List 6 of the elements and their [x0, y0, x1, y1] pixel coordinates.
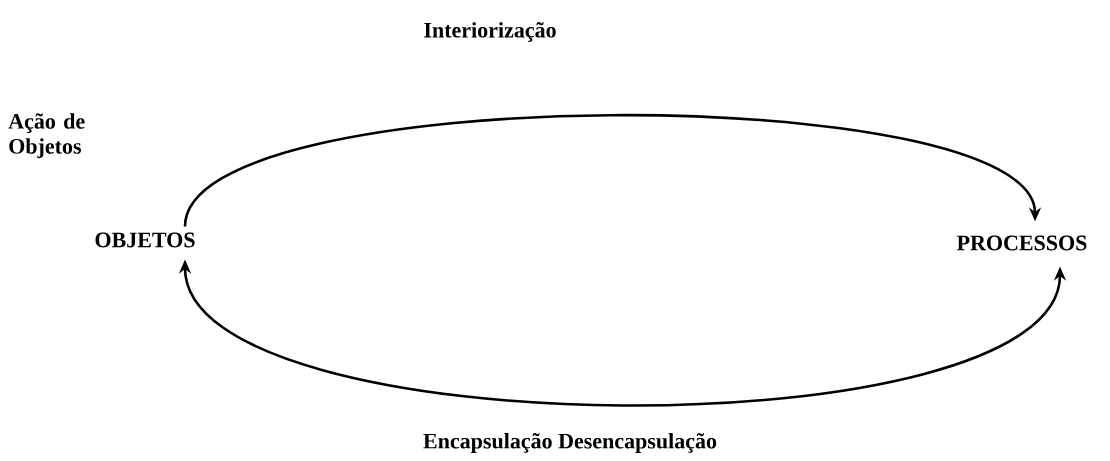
node-label: OBJETOS: [95, 232, 195, 248]
curved-arrow: [183, 113, 1042, 227]
text-label: Ação de Objetos: [8, 113, 85, 159]
edge-label: Encapsulação Desencapsulação: [422, 432, 718, 454]
node-label: PROCESSOS: [957, 235, 1087, 251]
edge-label: Interiorização: [422, 21, 558, 43]
